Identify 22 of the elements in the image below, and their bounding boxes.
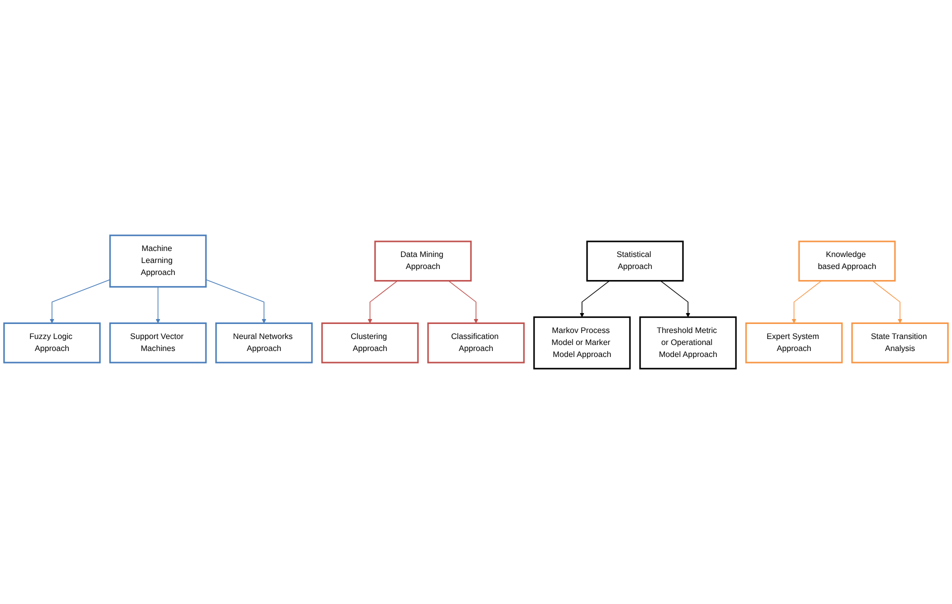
- node-box: Clustering Approach: [321, 322, 419, 364]
- node-box: Support Vector Machines: [109, 322, 207, 364]
- node-box: Classification Approach: [427, 322, 525, 364]
- arrow: [50, 279, 110, 324]
- arrow: [580, 280, 610, 318]
- node-box: Fuzzy Logic Approach: [3, 322, 101, 364]
- arrow: [448, 280, 478, 324]
- node-box: Threshold Metric or Operational Model Approach: [639, 316, 737, 370]
- node-box: Data Mining Approach: [374, 240, 472, 282]
- node-box: Neural Networks Approach: [215, 322, 313, 364]
- node-box: Expert System Approach: [745, 322, 843, 364]
- arrow: [872, 280, 902, 324]
- node-box: Knowledge based Approach: [798, 240, 896, 282]
- node-box: Machine Learning Approach: [109, 234, 207, 288]
- arrow: [660, 280, 690, 318]
- node-box: Statistical Approach: [586, 240, 684, 282]
- arrow: [792, 280, 822, 324]
- arrow: [156, 286, 160, 324]
- arrow: [368, 280, 398, 324]
- node-box: State Transition Analysis: [851, 322, 949, 364]
- node-box: Markov Process Model or Marker Model Approach: [533, 316, 631, 370]
- arrow: [206, 279, 266, 324]
